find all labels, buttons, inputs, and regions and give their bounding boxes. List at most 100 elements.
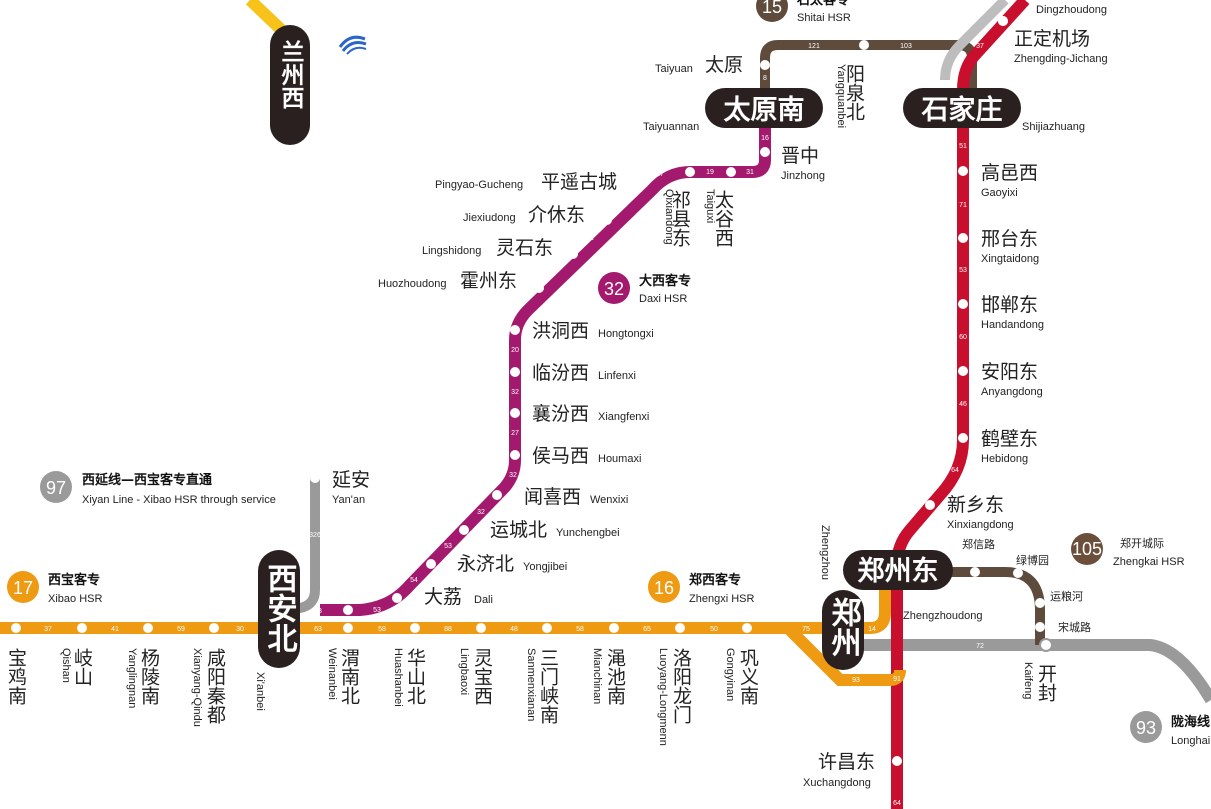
segment-number: 41	[111, 626, 119, 633]
station-mianchi-en: Mianchinan	[591, 648, 603, 704]
station-xianyang-en: Xianyang-Qindu	[191, 648, 203, 727]
segment-number: 59	[177, 626, 185, 633]
station-dot[interactable]	[970, 567, 980, 577]
station-dot[interactable]	[602, 215, 612, 225]
hub-lanzhouxi[interactable]	[270, 25, 310, 145]
station-xianyang-cn: 咸阳秦都	[204, 648, 226, 724]
line-zhengxi-name-cn: 郑西客专	[689, 572, 741, 588]
line-badge-xibao-number: 17	[13, 578, 33, 598]
station-dot[interactable]	[568, 249, 578, 259]
station-dot[interactable]	[77, 623, 87, 633]
station-dot[interactable]	[426, 559, 436, 569]
station-dot[interactable]	[892, 756, 902, 766]
station-xuchang-cn: 许昌东	[818, 751, 875, 773]
station-dot[interactable]	[343, 605, 353, 615]
station-yangling-cn: 杨陵南	[138, 648, 160, 705]
station-dot[interactable]	[343, 623, 353, 633]
segment-number: 64	[951, 467, 959, 474]
station-yanan-en: Yan'an	[332, 494, 365, 506]
station-dot[interactable]	[510, 450, 520, 460]
station-dot[interactable]	[492, 490, 502, 500]
line-badge-xiyan[interactable]	[40, 471, 72, 503]
station-hebi-cn: 鹤壁东	[981, 428, 1038, 450]
line-badge-zhengxi[interactable]	[648, 571, 680, 603]
station-dot[interactable]	[958, 299, 968, 309]
line-badge-zhengkai[interactable]	[1071, 533, 1103, 565]
zhengxi-branch	[785, 625, 906, 686]
segment-number: 63	[314, 608, 322, 615]
station-dot[interactable]	[476, 623, 486, 633]
segment-number: 19	[706, 169, 714, 176]
station-dot[interactable]	[859, 40, 869, 50]
station-dot[interactable]	[410, 623, 420, 633]
station-kaifeng-cn: 开封	[1035, 664, 1057, 702]
station-taiguxi-en: Taiguxi	[704, 189, 716, 223]
station-dot[interactable]	[609, 623, 619, 633]
segment-number: 103	[900, 43, 912, 50]
station-xiangfen-en: Xiangfenxi	[598, 411, 649, 423]
station-dot[interactable]	[1035, 622, 1045, 632]
station-dot[interactable]	[392, 593, 402, 603]
station-dot[interactable]	[510, 367, 520, 377]
segment-number: 91	[893, 676, 901, 683]
station-handan-cn: 邯郸东	[981, 294, 1038, 316]
station-zhengding-en: Zhengding-Jichang	[1014, 53, 1108, 65]
station-dot[interactable]	[958, 433, 968, 443]
station-dot[interactable]	[998, 16, 1008, 26]
station-qishan-cn: 岐山	[71, 648, 93, 686]
station-dot[interactable]	[510, 325, 520, 335]
hub-zhengzhou[interactable]	[822, 590, 864, 670]
station-dot[interactable]	[760, 60, 770, 70]
station-dot[interactable]	[1013, 568, 1023, 578]
station-dot[interactable]	[510, 408, 520, 418]
segment-number: 51	[959, 143, 967, 150]
station-dot[interactable]	[143, 623, 153, 633]
station-dot[interactable]	[310, 473, 320, 483]
station-gaoyi-cn: 高邑西	[981, 162, 1038, 184]
station-zhengzhou-en: Zhengzhou	[819, 525, 831, 580]
hub-zhengzhou-label: 郑州	[826, 597, 862, 657]
hub-taiyuannan[interactable]	[705, 88, 823, 128]
line-badge-daxi[interactable]	[598, 272, 630, 304]
station-qixiandong-cn: 祁县东	[669, 190, 691, 247]
station-dot[interactable]	[634, 181, 644, 191]
station-dot[interactable]	[675, 623, 685, 633]
hub-xianbei[interactable]	[258, 550, 300, 668]
segment-number: 60	[959, 334, 967, 341]
station-dot[interactable]	[742, 623, 752, 633]
station-dot[interactable]	[11, 623, 21, 633]
station-dot[interactable]	[760, 147, 770, 157]
hub-shijiazhuang[interactable]	[903, 88, 1021, 128]
station-dot[interactable]	[958, 366, 968, 376]
line-badge-xibao[interactable]	[7, 571, 39, 603]
station-dot[interactable]	[1035, 598, 1045, 608]
station-wenxi-en: Wenxixi	[590, 494, 628, 506]
station-dot[interactable]	[542, 623, 552, 633]
station-dot[interactable]	[459, 525, 469, 535]
station-dot[interactable]	[534, 283, 544, 293]
line-badge-longhai[interactable]	[1130, 711, 1162, 743]
station-yanan-cn: 延安	[332, 469, 370, 491]
segment-number: 58	[378, 626, 386, 633]
hub-zhengzhoudong[interactable]	[843, 550, 953, 590]
station-dot[interactable]	[685, 167, 695, 177]
station-dot[interactable]	[726, 167, 736, 177]
line-xibao-name-cn: 西宝客专	[48, 572, 100, 588]
station-xinxiang-cn: 新乡东	[947, 494, 1004, 516]
station-lingbao-cn: 灵宝西	[471, 648, 493, 705]
segment-number: 37	[44, 626, 52, 633]
station-dot[interactable]	[209, 623, 219, 633]
station-jiexiu-cn: 介休东	[528, 204, 585, 226]
segment-number: 31	[746, 169, 754, 176]
station-baojinan-cn: 宝鸡南	[5, 648, 27, 705]
station-pingyao-cn: 平遥古城	[541, 171, 617, 193]
line-badge-shitai[interactable]	[756, 0, 788, 22]
station-dot[interactable]	[958, 233, 968, 243]
segment-number: 131	[1166, 665, 1178, 672]
station-dot[interactable]	[1039, 638, 1053, 652]
station-dot[interactable]	[925, 500, 935, 510]
station-dot[interactable]	[958, 166, 968, 176]
station-kaifeng-en: Kaifeng	[1022, 662, 1034, 699]
